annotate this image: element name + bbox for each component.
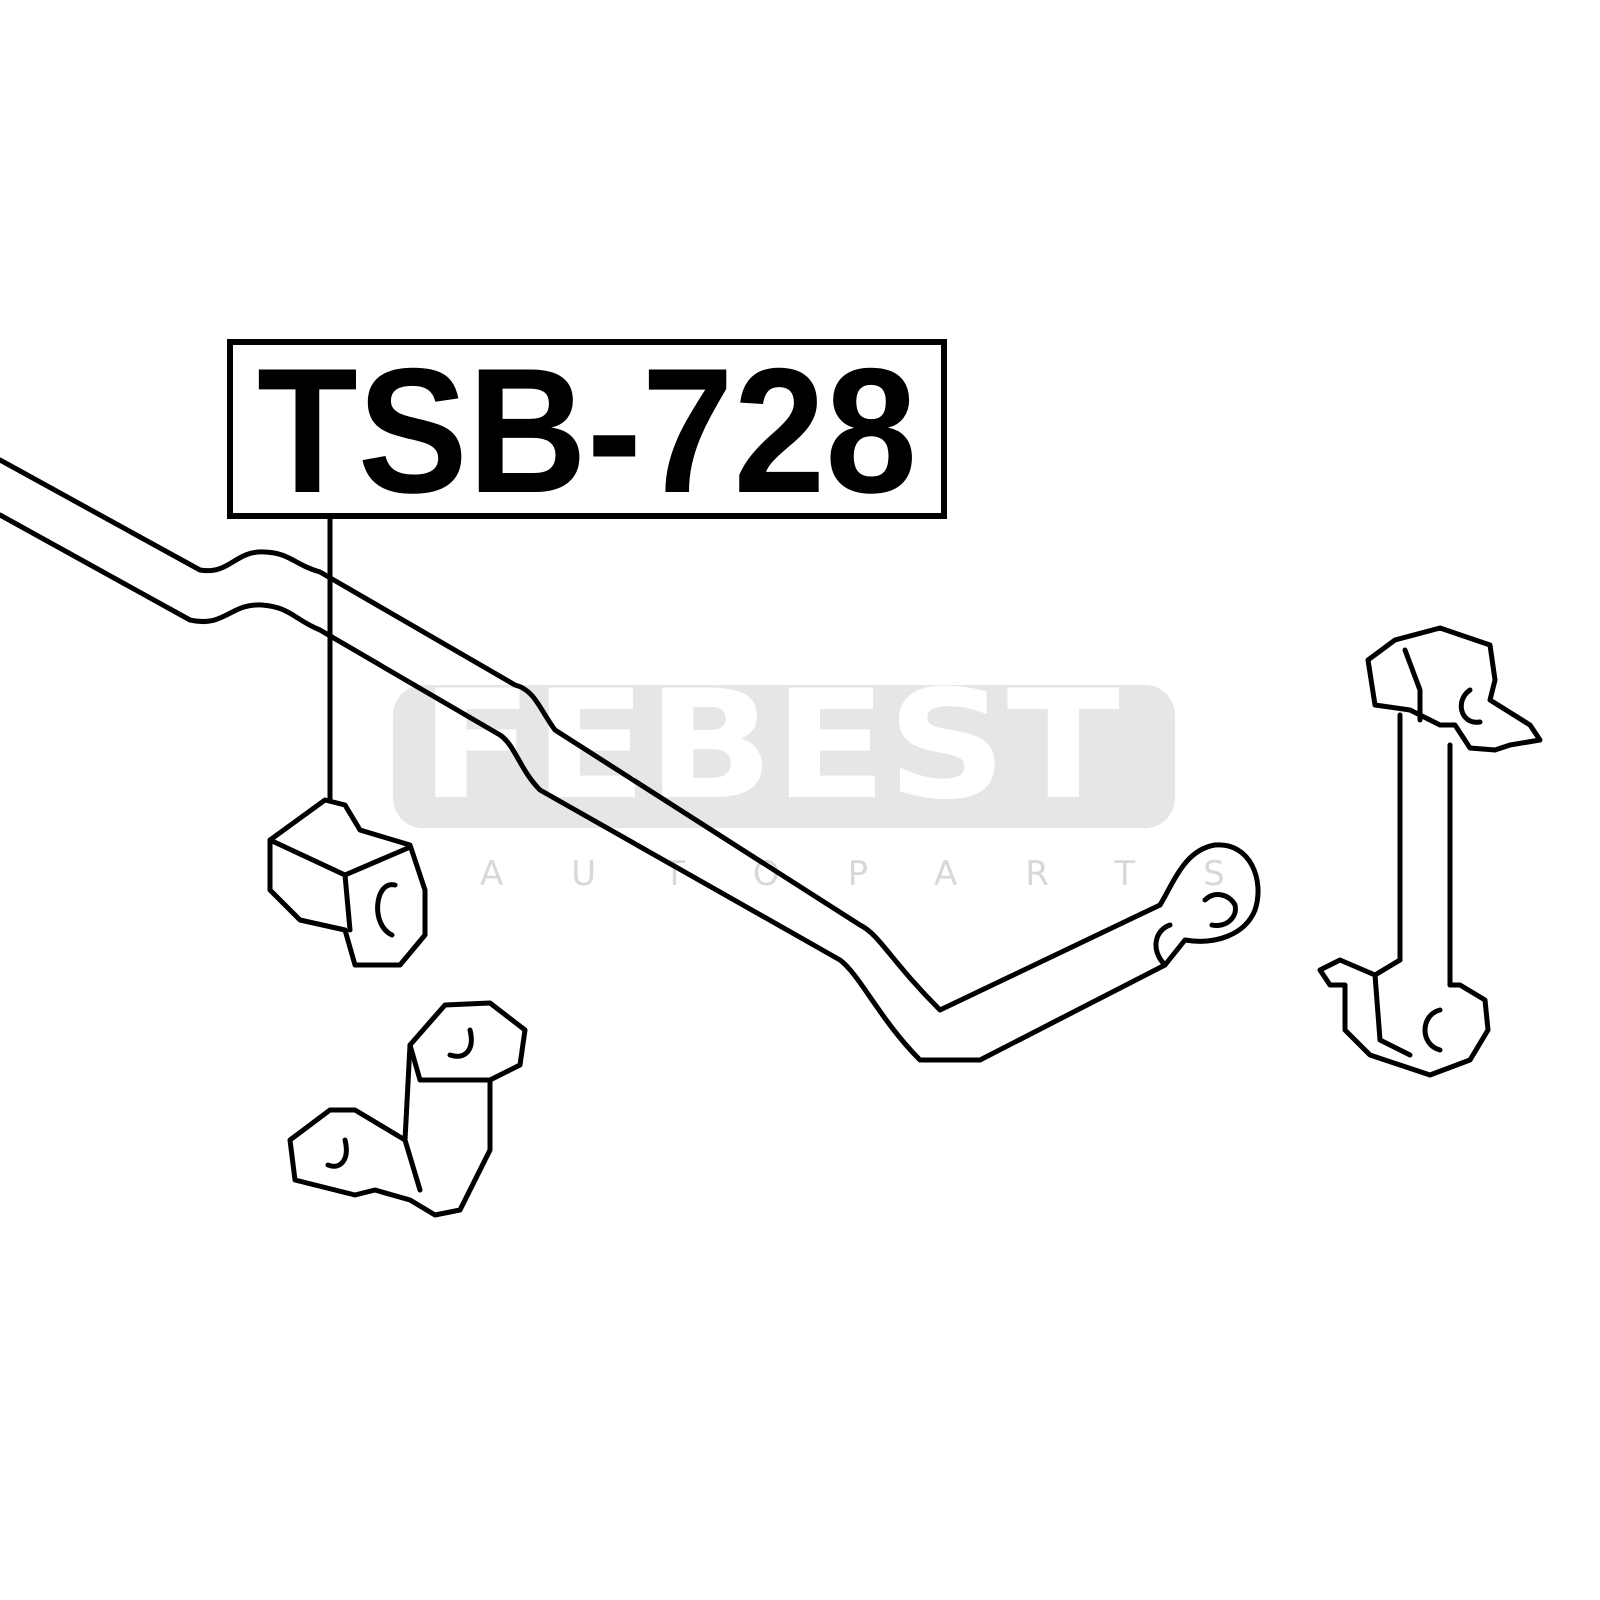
part-label-box: [227, 339, 947, 519]
part-number-label: TSB-728: [257, 331, 917, 530]
bushing: [267, 797, 428, 968]
stabilizer-link: [1317, 625, 1543, 1078]
watermark-tagline: AUTOPARTS: [480, 854, 1293, 894]
watermark: FEBEST AUTOPARTS: [393, 659, 1293, 894]
watermark-background: [393, 685, 1175, 828]
stabilizer-bar: [0, 457, 1261, 1063]
watermark-brand: FEBEST: [420, 659, 1120, 833]
part-label-callout: TSB-728: [227, 331, 947, 803]
bracket: [287, 1000, 528, 1218]
